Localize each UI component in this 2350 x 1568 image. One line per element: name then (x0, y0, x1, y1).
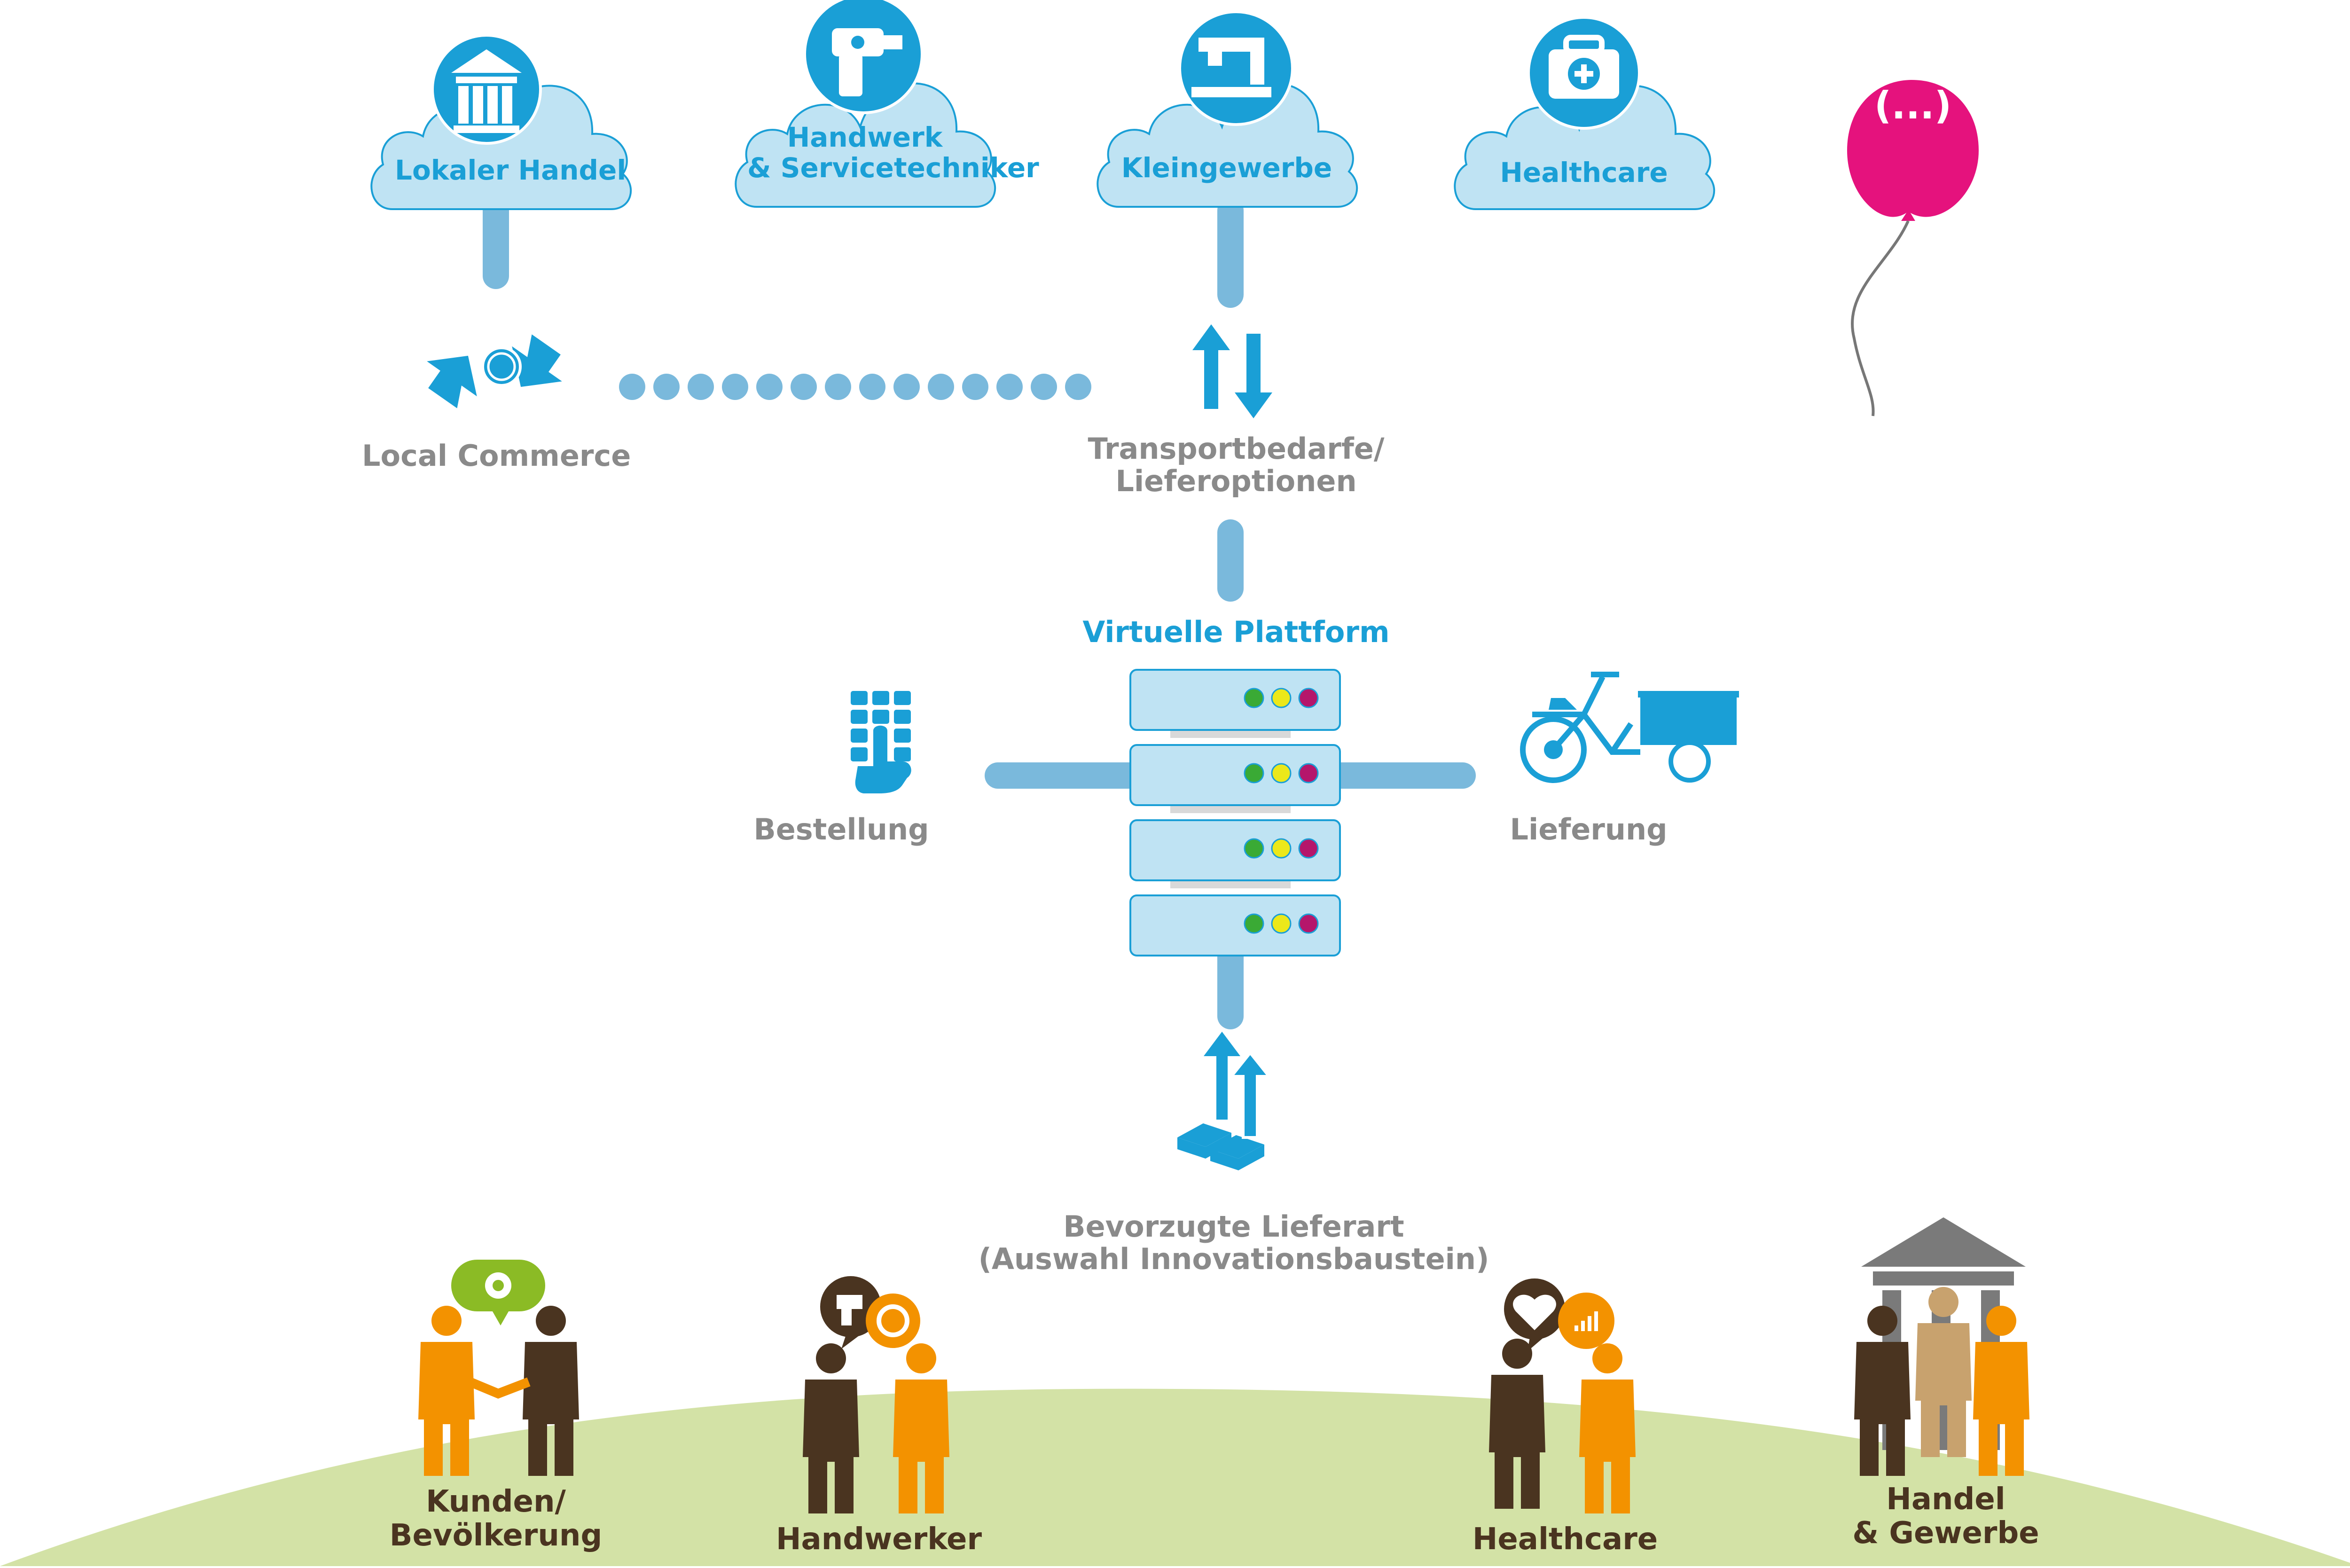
group-handwerker (803, 1276, 949, 1513)
connector-dot (791, 374, 817, 400)
connector-dot (893, 374, 920, 400)
connector-dot (825, 374, 851, 400)
cloud-handwerk (735, 0, 996, 208)
cloud-kleingewerbe (1097, 10, 1358, 208)
label-handwerker: Handwerker (776, 1522, 982, 1557)
label-transport: Transportbedarfe/ Lieferoptionen (1088, 431, 1385, 499)
euro-exchange-icon (427, 334, 562, 408)
connector-dot (859, 374, 885, 400)
connector-platform-preferred (1217, 940, 1244, 1029)
status-led (1271, 688, 1292, 708)
connector-dot (619, 374, 645, 400)
bank-icon (431, 34, 542, 145)
connector-dot (756, 374, 783, 400)
status-led (1244, 838, 1264, 859)
label-bestellung: Bestellung (753, 812, 929, 847)
server-rack (1129, 669, 1341, 956)
connector-dot (653, 374, 680, 400)
gear-icon (485, 1272, 511, 1299)
connector-dot (928, 374, 954, 400)
connector-dot (1065, 374, 1091, 400)
label-handel: Handel & Gewerbe (1852, 1482, 2039, 1551)
status-led (1244, 763, 1264, 784)
dotted-connector (619, 374, 1091, 400)
keypad-hand-icon (851, 691, 911, 793)
label-healthcare-group: Healthcare (1472, 1522, 1658, 1557)
group-kunden (418, 1260, 579, 1476)
gear-icon (866, 1294, 920, 1348)
cloud-label-handwerk: Handwerk & Servicetechniker (747, 121, 1039, 184)
connector-transport-platform (1217, 519, 1244, 602)
connector-dot (962, 374, 988, 400)
cargo-bike-icon (1520, 672, 1739, 783)
group-healthcare (1489, 1278, 1636, 1513)
status-led (1298, 763, 1319, 784)
connector-dot (996, 374, 1023, 400)
status-led (1298, 688, 1319, 708)
drill-icon (803, 0, 924, 114)
chart-bubble (1558, 1293, 1614, 1349)
settings-bubble (451, 1260, 545, 1325)
balloon (1847, 80, 1979, 416)
up-down-arrows-icon (1192, 324, 1272, 418)
handshake (468, 1377, 531, 1399)
label-virtuelle-plattform: Virtuelle Plattform (1082, 615, 1390, 649)
heart-bubble (1504, 1278, 1565, 1351)
cloud-healthcare (1454, 16, 1716, 210)
balloon-text: (...) (1874, 84, 1952, 127)
green-hill (0, 1388, 2350, 1566)
server-unit (1129, 819, 1341, 881)
connector-kleingewerbe (1217, 197, 1244, 308)
status-led (1271, 763, 1292, 784)
cloud-label-healthcare: Healthcare (1500, 157, 1668, 188)
label-local-commerce: Local Commerce (362, 439, 631, 473)
server-unit (1129, 894, 1341, 956)
status-led (1244, 913, 1264, 934)
gold-bars-growth-icon (1177, 1027, 1272, 1170)
server-unit (1129, 669, 1341, 731)
label-kunden: Kunden/ Bevölkerung (389, 1484, 603, 1553)
status-led (1271, 838, 1292, 859)
medical-kit-icon (1527, 16, 1641, 130)
connector-dot (722, 374, 748, 400)
label-lieferung: Lieferung (1510, 812, 1668, 847)
cloud-label-lokaler-handel: Lokaler Handel (395, 154, 627, 186)
cloud-label-kleingewerbe: Kleingewerbe (1121, 152, 1332, 184)
connector-dot (1031, 374, 1057, 400)
status-led (1298, 913, 1319, 934)
status-led (1298, 838, 1319, 859)
server-unit (1129, 744, 1341, 806)
label-bevorzugte-lieferart: Bevorzugte Lieferart (Auswahl Innovation… (978, 1209, 1489, 1277)
sewing-machine-icon (1178, 10, 1294, 126)
group-handel (1854, 1217, 2029, 1476)
connector-dot (688, 374, 714, 400)
status-led (1271, 913, 1292, 934)
cloud-lokaler-handel (370, 34, 632, 210)
connector-lokaler-handel (483, 197, 509, 289)
status-led (1244, 688, 1264, 708)
